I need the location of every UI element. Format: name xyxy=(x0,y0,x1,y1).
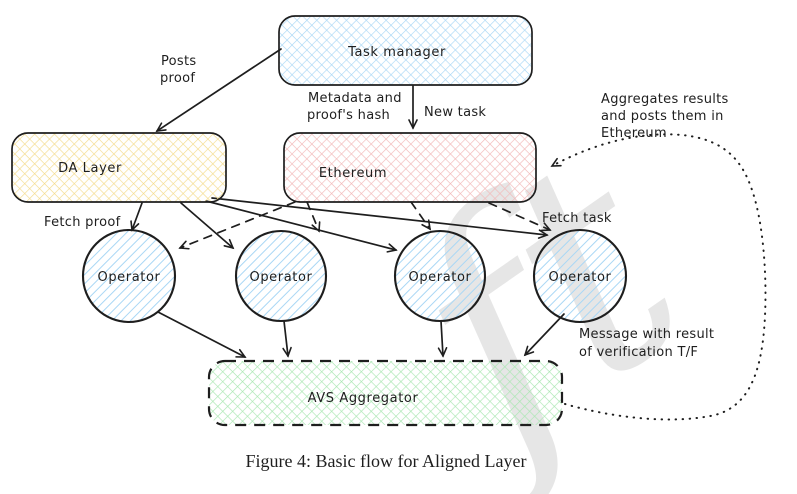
ethereum-label: Ethereum xyxy=(319,166,387,181)
da-layer-box xyxy=(11,132,227,203)
label-aggregates-line1: Aggregates results xyxy=(601,92,729,107)
label-metadata-line2: proof's hash xyxy=(307,108,390,123)
operator-node-4: Operator xyxy=(532,228,628,324)
ethereum-box xyxy=(283,132,537,203)
task-manager-box xyxy=(278,15,533,86)
arrow-da-to-operator-2 xyxy=(180,202,235,250)
operator-3-circle xyxy=(393,229,487,323)
avs-aggregator-label: AVS Aggregator xyxy=(308,391,419,406)
dashed-arrow-ethereum-to-operator-1 xyxy=(178,201,296,250)
dotted-loop-aggregator-to-ethereum xyxy=(550,133,767,421)
arrow-message-to-aggregator xyxy=(523,313,565,357)
label-posts-proof-line2: proof xyxy=(160,71,195,86)
da-layer-node: DA Layer xyxy=(11,132,227,203)
edges xyxy=(130,48,767,421)
ethereum-node: Ethereum xyxy=(283,132,537,203)
label-new-task: New task xyxy=(424,105,486,120)
operator-node-3: Operator xyxy=(393,229,487,323)
arrow-operator-2-to-aggregator xyxy=(282,320,292,358)
task-manager-label: Task manager xyxy=(347,45,446,60)
label-fetch-task: Fetch task xyxy=(542,211,612,226)
arrow-operator-1-to-aggregator xyxy=(157,311,247,358)
label-message-line1: Message with result xyxy=(579,327,714,342)
dashed-arrow-fetch-task xyxy=(488,202,552,232)
arrow-posts-proof xyxy=(155,48,282,132)
dashed-arrow-ethereum-to-operator-2 xyxy=(306,201,321,233)
operator-3-label: Operator xyxy=(409,270,472,285)
label-aggregates-line3: Ethereum xyxy=(601,126,667,141)
label-metadata-line1: Metadata and xyxy=(308,91,402,106)
edge-labels: Posts proof Metadata and proof's hash Ne… xyxy=(44,54,729,360)
operator-1-circle xyxy=(81,228,177,324)
label-fetch-proof: Fetch proof xyxy=(44,215,121,230)
dashed-arrow-ethereum-to-operator-3 xyxy=(410,201,432,231)
label-message-line2: of verification T/F xyxy=(579,345,698,360)
operator-1-label: Operator xyxy=(98,270,161,285)
arrow-fetch-proof xyxy=(130,202,143,232)
operator-4-circle xyxy=(532,228,628,324)
task-manager-node: Task manager xyxy=(278,15,533,86)
label-posts-proof-line1: Posts xyxy=(161,54,196,69)
figure-caption: Figure 4: Basic flow for Aligned Layer xyxy=(246,451,527,471)
operator-node-2: Operator xyxy=(234,229,328,323)
arrow-da-to-operator-4 xyxy=(211,197,549,239)
operator-node-1: Operator xyxy=(81,228,177,324)
operator-2-label: Operator xyxy=(250,270,313,285)
arrow-da-to-operator-3 xyxy=(205,200,398,253)
operator-4-label: Operator xyxy=(549,270,612,285)
avs-aggregator-box xyxy=(207,359,564,427)
operator-2-circle xyxy=(234,229,328,323)
da-layer-label: DA Layer xyxy=(58,161,122,176)
arrow-operator-3-to-aggregator xyxy=(437,320,448,358)
label-aggregates-line2: and posts them in xyxy=(601,109,724,124)
avs-aggregator-node: AVS Aggregator xyxy=(207,359,564,427)
